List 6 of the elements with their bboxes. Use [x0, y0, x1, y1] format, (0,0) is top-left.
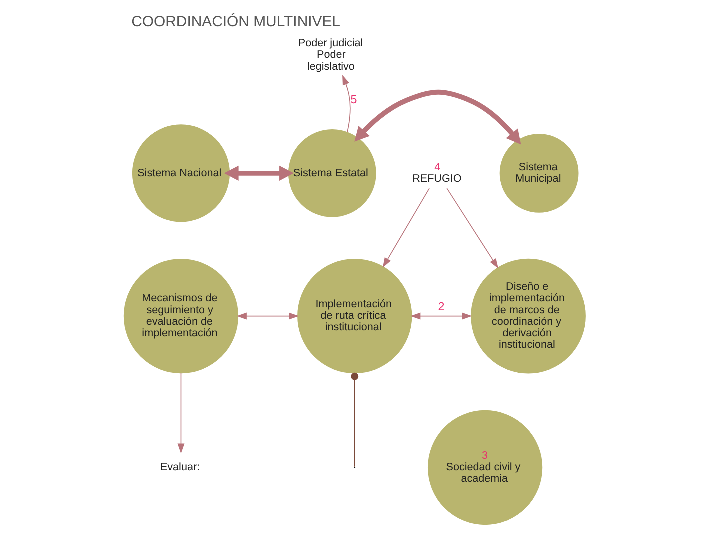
diagram-title: COORDINACIÓN MULTINIVEL	[132, 14, 340, 31]
edge-label: 5	[350, 94, 358, 107]
node-text: Evaluar:	[160, 462, 200, 474]
edge-label: 2	[438, 300, 445, 314]
node-text: Poder judicial Poder legislativo	[298, 38, 364, 73]
node-text: 4 REFUGIO	[412, 161, 462, 186]
